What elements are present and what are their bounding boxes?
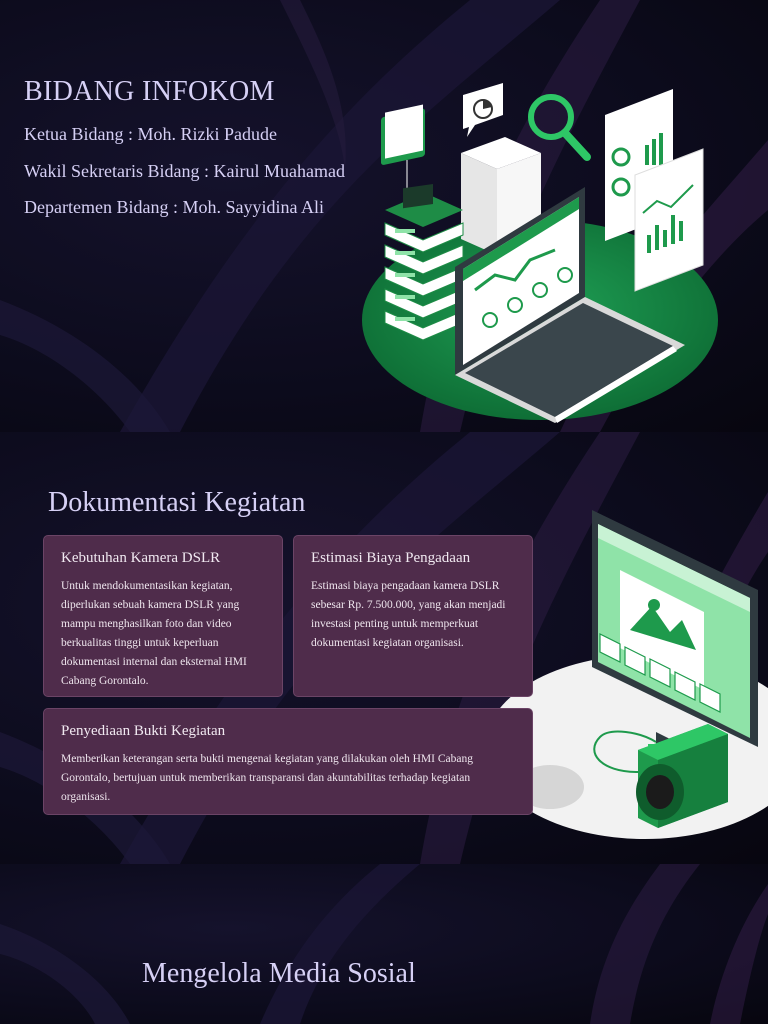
slide-dokumentasi-kegiatan: Dokumentasi Kegiatan	[0, 432, 768, 864]
card-estimasi-biaya: Estimasi Biaya Pengadaan Estimasi biaya …	[293, 535, 533, 697]
card-penyediaan-bukti: Penyediaan Bukti Kegiatan Memberikan ket…	[43, 708, 533, 815]
laptop	[455, 187, 685, 423]
card-heading: Penyediaan Bukti Kegiatan	[61, 723, 226, 739]
card-body: Memberikan keterangan serta bukti mengen…	[61, 753, 473, 803]
background-waves	[0, 864, 768, 1024]
folder-icon	[381, 104, 425, 190]
slide-bidang-infokom: BIDANG INFOKOM Ketua Bidang : Moh. Rizki…	[0, 0, 768, 432]
slide-mengelola-media-sosial: Mengelola Media Sosial	[0, 864, 768, 1024]
departemen-bidang-line: Departemen Bidang : Moh. Sayyidina Ali	[24, 197, 324, 217]
server-rack	[384, 184, 464, 341]
ketua-bidang-line: Ketua Bidang : Moh. Rizki Padude	[24, 124, 277, 144]
section-title: Dokumentasi Kegiatan	[48, 487, 306, 518]
magnifier-icon	[528, 94, 591, 161]
monitor-camera-gallery-illustration	[485, 510, 768, 839]
camera-icon	[593, 724, 728, 828]
wakil-sekretaris-line: Wakil Sekretaris Bidang : Kairul Muahama…	[24, 161, 345, 181]
card-heading: Kebutuhan Kamera DSLR	[61, 550, 221, 566]
section-title: Mengelola Media Sosial	[142, 958, 416, 989]
pie-chart-bubble-icon	[463, 83, 503, 137]
card-body: Untuk mendokumentasikan kegiatan, diperl…	[61, 580, 247, 687]
card-kebutuhan-kamera: Kebutuhan Kamera DSLR Untuk mendokumenta…	[43, 535, 283, 697]
card-body: Estimasi biaya pengadaan kamera DSLR seb…	[311, 580, 506, 649]
server-laptop-analytics-illustration	[362, 83, 718, 423]
page-title: BIDANG INFOKOM	[24, 76, 275, 107]
card-heading: Estimasi Biaya Pengadaan	[311, 550, 471, 566]
monitor	[592, 510, 758, 764]
report-sheets	[605, 89, 704, 292]
